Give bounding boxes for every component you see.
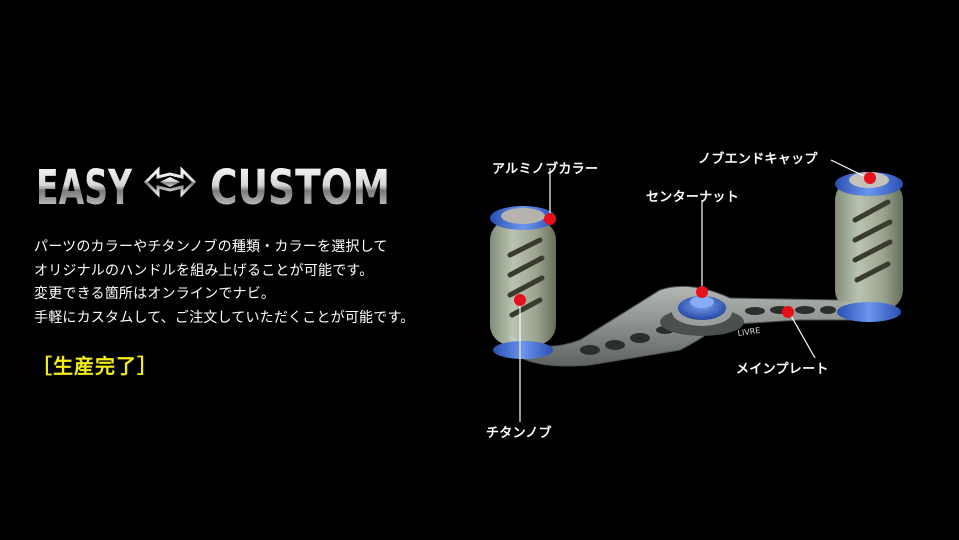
center-nut [660,296,744,336]
callout-aluminum-knob-collar: アルミノブカラー [492,162,599,177]
titanium-knob-right [835,172,903,322]
callout-main-plate: メインプレート [736,362,829,377]
callout-titanium-knob: チタンノブ [486,426,552,441]
logo-word-easy: EASY [36,160,133,216]
production-ended-label: ［生産完了］ [32,354,158,378]
double-arrow-icon [143,166,197,198]
titanium-knob-left [490,206,556,359]
description-line: 手軽にカスタムして、ご注文していただくことが可能です。 [34,309,415,326]
reel-handle-illustration: LIVRE [470,140,940,440]
description: パーツのカラーやチタンノブの種類・カラーを選択して オリジナルのハンドルを組み上… [34,236,414,330]
callout-center-nut: センターナット [646,190,740,205]
plate-engraving: LIVRE [737,326,761,338]
description-line: パーツのカラーやチタンノブの種類・カラーを選択して [34,239,388,255]
marker-main-plate [782,306,794,318]
description-line: 変更できる箇所はオンラインでナビ。 [34,286,276,302]
logo-word-custom: CUSTOM [210,160,390,216]
marker-titanium-knob [514,294,526,306]
callout-knob-end-cap: ノブエンドキャップ [698,152,818,167]
marker-knob-end-cap [864,172,876,184]
description-line: オリジナルのハンドルを組み上げることが可能です。 [34,262,374,279]
easy-custom-logo: EASY CUSTOM [34,152,394,216]
marker-aluminum-collar [544,213,556,225]
marker-center-nut [696,286,708,298]
